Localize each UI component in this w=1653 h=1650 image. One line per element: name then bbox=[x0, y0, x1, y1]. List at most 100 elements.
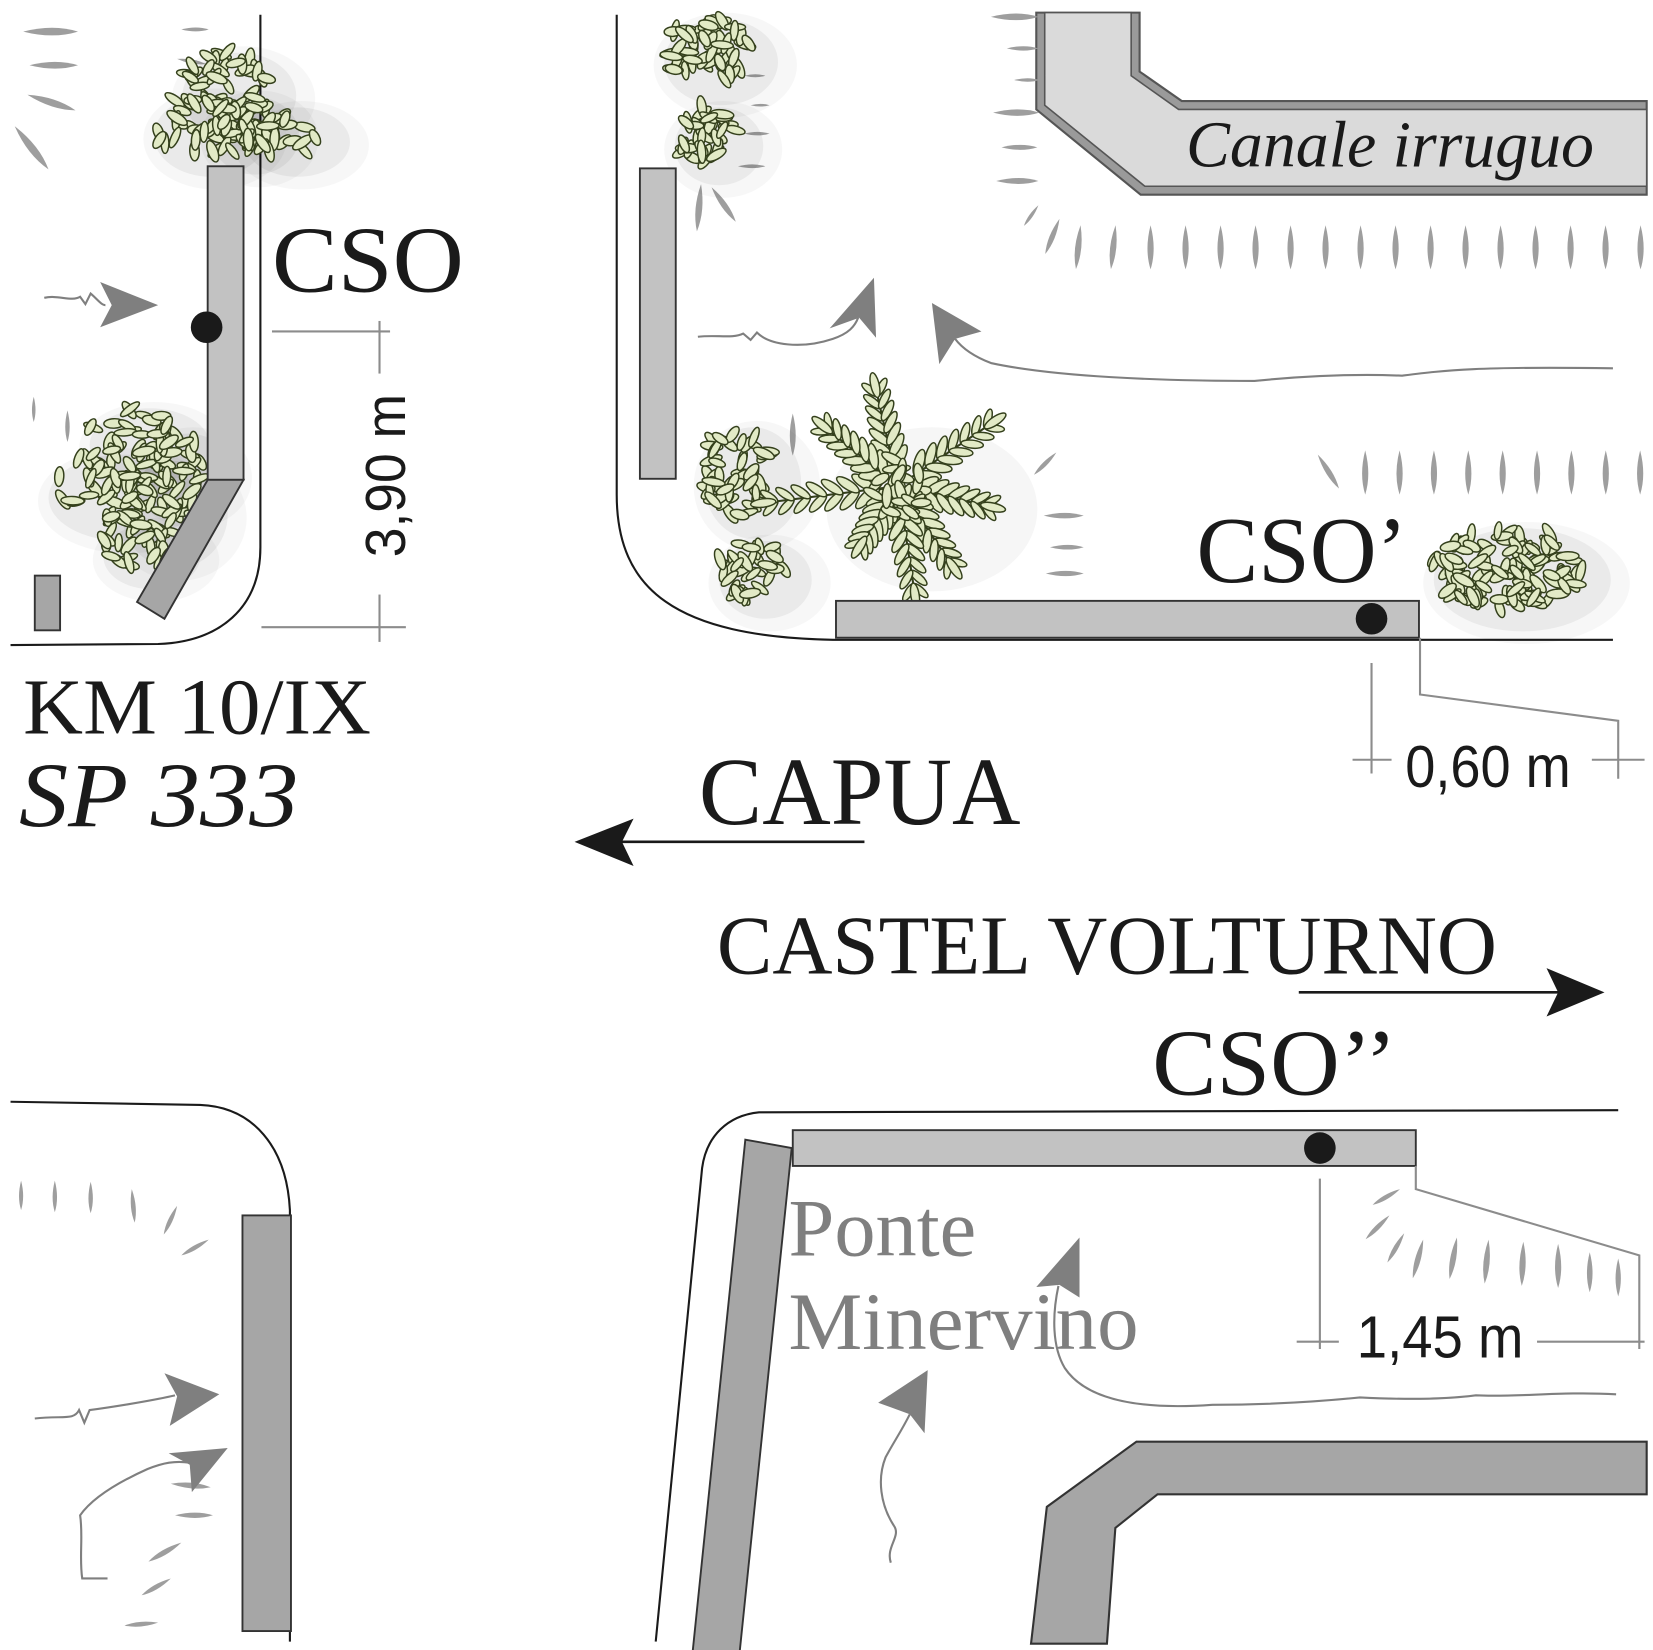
leaf bbox=[790, 484, 812, 500]
canals bbox=[1029, 11, 1648, 1645]
grass-tick bbox=[1637, 225, 1644, 270]
leaf bbox=[896, 556, 912, 578]
leaf bbox=[161, 493, 181, 510]
leaf bbox=[715, 483, 735, 496]
leaf bbox=[158, 434, 179, 451]
leaf bbox=[160, 415, 174, 435]
cso-points bbox=[190, 311, 1388, 1164]
irrigation-canal bbox=[1043, 11, 1648, 188]
flow-arrowhead-north-east-small bbox=[829, 277, 877, 338]
flow-arrows bbox=[34, 277, 1617, 1580]
leaf bbox=[244, 101, 264, 114]
leaf bbox=[84, 467, 97, 489]
leaf bbox=[242, 127, 254, 152]
leaf bbox=[224, 142, 240, 160]
grass-tick bbox=[31, 396, 36, 422]
grass-tick bbox=[1182, 225, 1189, 270]
leaf bbox=[891, 530, 908, 554]
barrier-north-west-small bbox=[33, 574, 62, 632]
leaf bbox=[713, 53, 727, 72]
grass-tick bbox=[1396, 450, 1403, 495]
leaf bbox=[212, 98, 229, 118]
curb-lines bbox=[10, 14, 1619, 1642]
leaf bbox=[1467, 553, 1489, 569]
leaf bbox=[710, 40, 735, 50]
grass-tick bbox=[1387, 1233, 1405, 1263]
dimension-line bbox=[1418, 637, 1620, 779]
leaf bbox=[181, 70, 200, 84]
leaf bbox=[131, 445, 156, 458]
leaf bbox=[745, 567, 762, 581]
cso-label-north-west: CSO bbox=[272, 208, 464, 313]
flow-line-south-east-small bbox=[879, 1413, 911, 1563]
leaf bbox=[1509, 564, 1525, 581]
grass-tick bbox=[1252, 225, 1259, 270]
grass-tick bbox=[52, 1180, 58, 1213]
grass-tick bbox=[1449, 1237, 1458, 1279]
flow-arrowhead-north-east-large bbox=[931, 303, 982, 365]
grass-tick bbox=[711, 187, 736, 222]
grass-tick bbox=[1462, 225, 1469, 270]
grass-tick bbox=[181, 27, 209, 32]
leaf bbox=[174, 436, 195, 448]
grass-tick bbox=[1567, 225, 1574, 270]
flow-arrowhead-south-west-upper bbox=[164, 1373, 220, 1426]
leaf bbox=[832, 418, 843, 441]
leaf bbox=[972, 431, 995, 441]
flow-line-north-west bbox=[44, 291, 106, 307]
leaf bbox=[129, 519, 153, 531]
grass-tick bbox=[1109, 225, 1117, 270]
leaf bbox=[820, 478, 844, 496]
grass-tick bbox=[65, 410, 70, 442]
flow-line-north-east-small bbox=[697, 317, 860, 346]
shrub bbox=[713, 537, 812, 619]
leaf bbox=[254, 133, 271, 154]
direction-arrowhead-capua bbox=[574, 818, 634, 867]
leaf bbox=[1542, 569, 1561, 582]
leaf bbox=[219, 42, 236, 62]
grass-tick bbox=[1357, 225, 1364, 270]
leaf bbox=[185, 56, 200, 76]
grass-tick bbox=[27, 94, 76, 111]
leaf bbox=[1501, 544, 1519, 557]
leaf bbox=[880, 399, 895, 422]
grass-tick bbox=[1602, 450, 1609, 495]
leaf bbox=[677, 114, 695, 130]
leaf bbox=[308, 128, 322, 147]
leaf bbox=[850, 535, 868, 559]
grass-tick bbox=[1465, 450, 1472, 495]
leaf bbox=[870, 472, 890, 487]
leaf bbox=[164, 512, 177, 530]
leaf bbox=[741, 542, 762, 553]
leaf bbox=[775, 486, 795, 502]
cso-point-north-east bbox=[1355, 602, 1388, 635]
grass-tick bbox=[170, 1482, 211, 1489]
grass-tick bbox=[993, 109, 1040, 116]
leaf bbox=[805, 481, 828, 498]
grass-tick bbox=[1499, 450, 1506, 495]
leaf bbox=[730, 557, 745, 573]
leaf bbox=[201, 94, 216, 112]
leaf bbox=[279, 110, 291, 128]
leaf bbox=[1529, 574, 1547, 594]
leaf bbox=[752, 446, 776, 461]
cso-label-south-east: CSO’’ bbox=[1152, 1010, 1397, 1115]
grass-tick bbox=[1362, 450, 1369, 495]
grass-tick bbox=[1043, 512, 1084, 519]
grass-tick bbox=[1287, 225, 1294, 270]
grass-tick bbox=[1045, 218, 1060, 255]
leaf bbox=[216, 113, 231, 131]
grass-tick bbox=[1147, 225, 1154, 270]
direction-arrowhead-castel-volturno bbox=[1546, 968, 1605, 1017]
leaf bbox=[698, 19, 719, 32]
leaf bbox=[899, 569, 914, 590]
leaf bbox=[120, 536, 138, 555]
grass-tick bbox=[1615, 1258, 1621, 1297]
leaf bbox=[205, 71, 228, 85]
leaf bbox=[53, 465, 65, 488]
vegetation bbox=[48, 10, 1611, 632]
barrier-north-west-slanted bbox=[135, 478, 246, 621]
leaf bbox=[912, 462, 925, 484]
grass-tick bbox=[14, 126, 49, 170]
